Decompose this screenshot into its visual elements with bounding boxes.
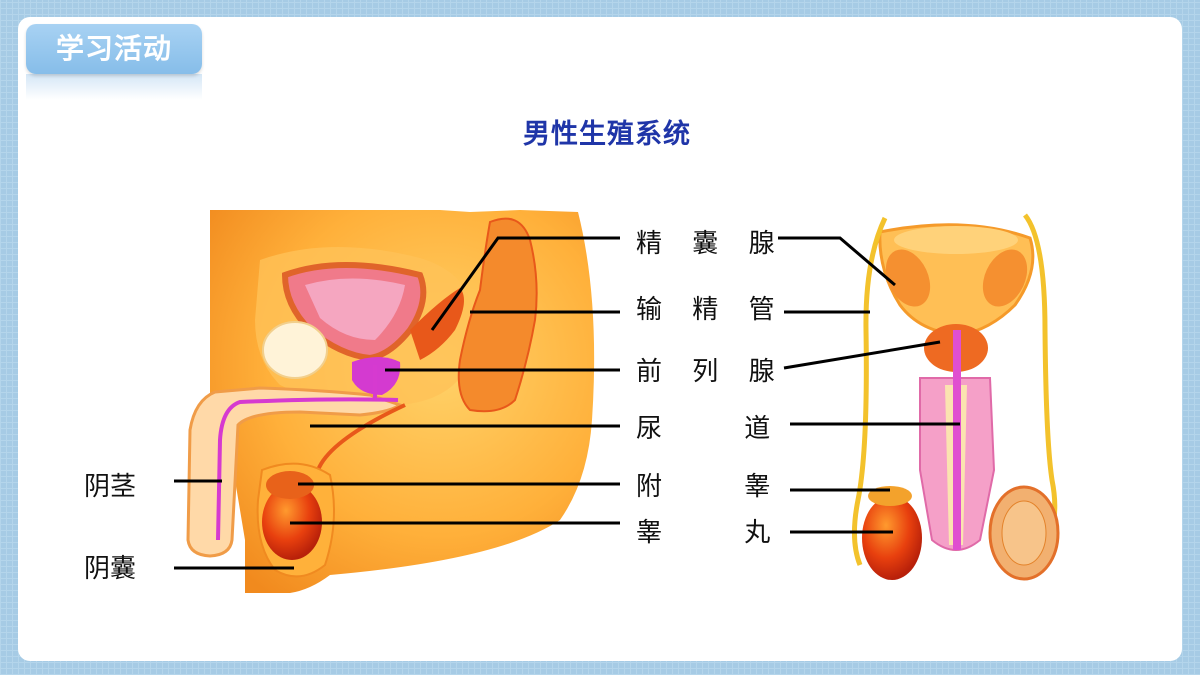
label-epididymis: 附 睾 [636,472,771,502]
label-vas-deferens: 输 精 管 [636,295,775,325]
label-urethra: 尿 道 [636,414,771,444]
tag-shadow [26,74,202,100]
label-scrotum: 阴囊 [84,554,137,584]
leader-line-prostate-right [783,340,941,370]
diagram-title: 男性生殖系统 [523,119,691,150]
leader-line-seminal-vesicle-left [430,236,620,331]
label-seminal-vesicle: 精 囊 腺 [636,229,775,259]
label-penis: 阴茎 [84,472,137,502]
label-prostate: 前 列 腺 [636,357,775,387]
leader-lines [174,236,960,570]
sagittal-section-figure [186,210,595,593]
frontal-view-figure [851,213,1060,581]
section-tag: 学习活动 [26,24,202,74]
leader-line-seminal-vesicle-right [778,236,896,287]
section-tag-label: 学习活动 [55,32,172,65]
label-testis: 睾 丸 [636,518,771,548]
